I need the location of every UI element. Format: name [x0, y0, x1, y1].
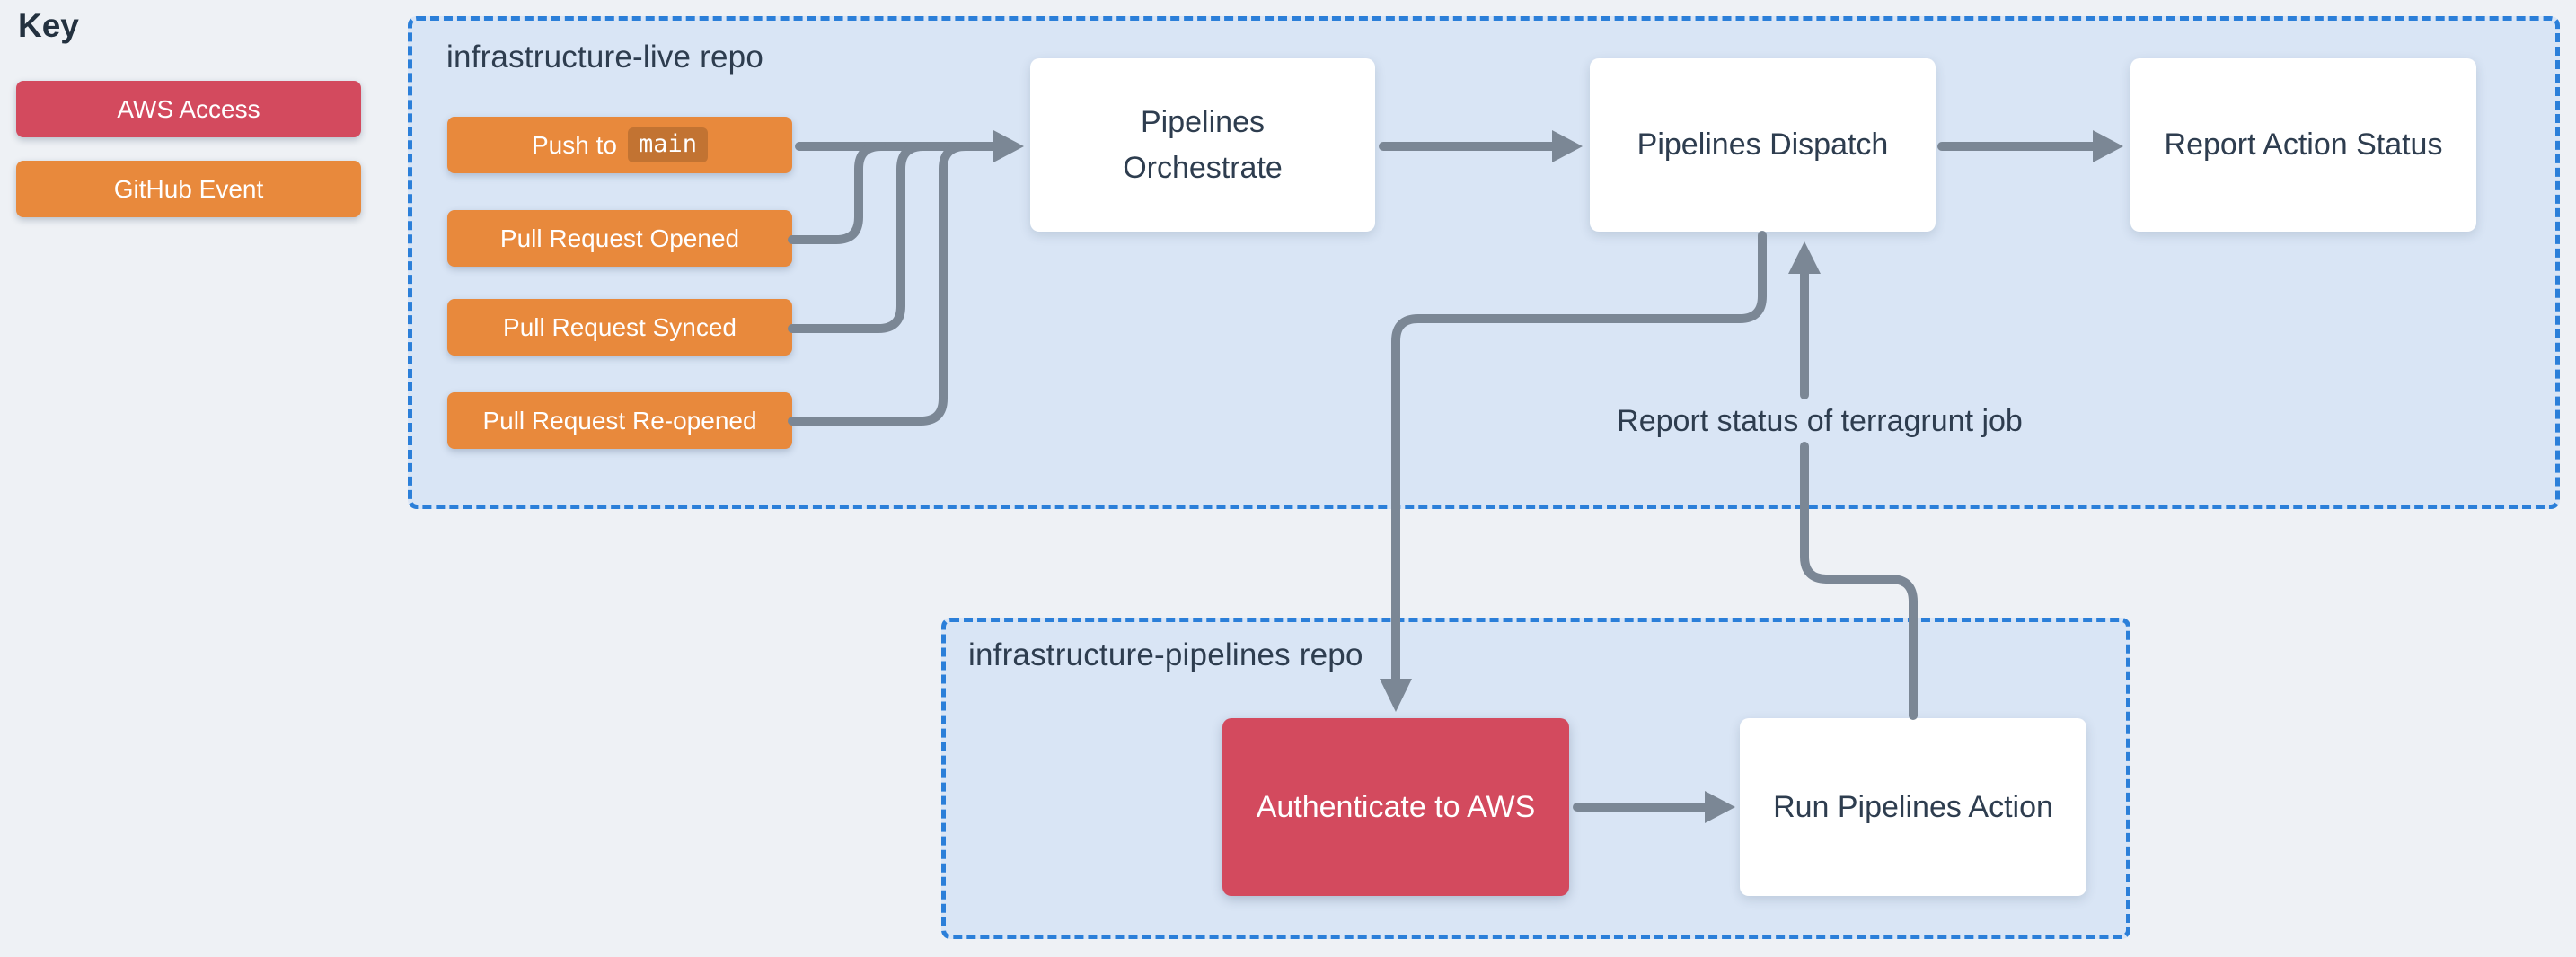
node-pipelines-dispatch: Pipelines Dispatch	[1590, 58, 1936, 232]
legend-aws-access-label: AWS Access	[117, 94, 260, 123]
main-branch-chip: main	[627, 127, 708, 162]
node-report-action-status: Report Action Status	[2130, 58, 2476, 232]
event-pr-reopened-label: Pull Request Re-opened	[482, 406, 757, 435]
node-run-pipelines-action: Run Pipelines Action	[1740, 718, 2086, 896]
annotation-report-status: Report status of terragrunt job	[1617, 404, 2023, 438]
event-pr-synced-label: Pull Request Synced	[503, 312, 737, 341]
key-title: Key	[18, 7, 79, 44]
event-pr-synced: Pull Request Synced	[447, 299, 792, 356]
node-run-pipelines-action-label: Run Pipelines Action	[1773, 789, 2053, 824]
event-pr-opened: Pull Request Opened	[447, 210, 792, 267]
node-authenticate-aws-label: Authenticate to AWS	[1256, 789, 1536, 824]
event-pr-opened-label: Pull Request Opened	[499, 224, 740, 252]
legend-github-event-label: GitHub Event	[113, 174, 264, 203]
event-pr-reopened: Pull Request Re-opened	[447, 392, 792, 449]
live-repo-label: infrastructure-live repo	[446, 40, 763, 75]
pipelines-repo-label: infrastructure-pipelines repo	[968, 637, 1363, 672]
event-push-to-main-label: Push to	[532, 130, 617, 159]
node-pipelines-orchestrate: Pipelines Orchestrate	[1030, 58, 1375, 232]
legend-github-event: GitHub Event	[16, 161, 361, 217]
node-pipelines-dispatch-label: Pipelines Dispatch	[1636, 127, 1889, 162]
node-pipelines-orchestrate-label: Pipelines Orchestrate	[1123, 104, 1283, 185]
node-report-action-status-label: Report Action Status	[2164, 127, 2443, 162]
node-authenticate-aws: Authenticate to AWS	[1222, 718, 1569, 896]
legend-aws-access: AWS Access	[16, 81, 361, 137]
event-push-to-main: Push to main	[447, 117, 792, 173]
